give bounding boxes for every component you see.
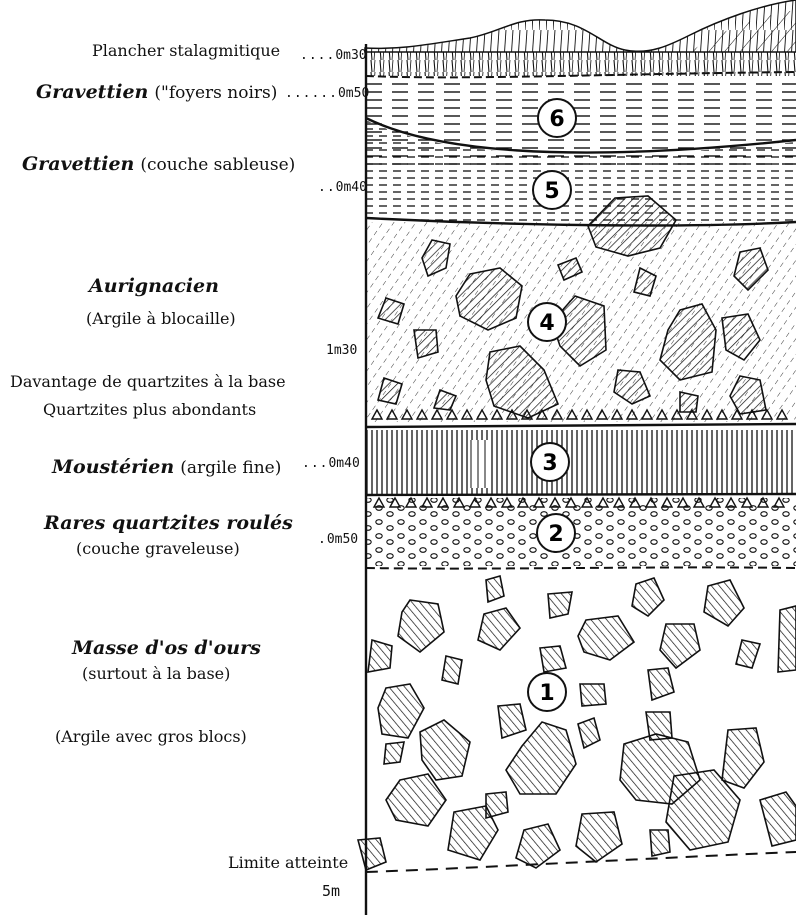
layer-1-block	[448, 806, 498, 860]
layer-1-block	[358, 838, 386, 870]
layer-1-block	[498, 704, 526, 738]
layer-1-blocks	[358, 576, 796, 870]
label-layer-4-note-2: Quartzites plus abondants	[43, 402, 256, 418]
limit-line	[366, 852, 796, 872]
layer-number-text: 1	[539, 681, 554, 706]
label-layer-4-desc: (Argile à blocaille)	[86, 311, 236, 327]
label-layer-5: Gravettien (couche sableuse)	[22, 155, 295, 174]
thickness-layer-4: 1m30	[326, 343, 357, 358]
layer-1-block	[660, 624, 700, 668]
layer-1-block	[648, 668, 674, 700]
layer-1-block	[540, 646, 566, 672]
layer-number-1: 1	[528, 673, 566, 711]
thickness-stalagmitic: ....0m30	[300, 48, 367, 63]
layer-1-block	[704, 580, 744, 626]
label-layer-1-desc: (surtout à la base)	[82, 666, 230, 682]
label-layer-4-name: Aurignacien	[89, 277, 219, 296]
label-layer-1-name: Masse d'os d'ours	[72, 639, 261, 658]
label-layer-6: Gravettien ("foyers noirs)	[36, 83, 277, 102]
layer-1-block	[420, 720, 470, 780]
layer-1-block	[722, 728, 764, 788]
layer-1-block	[442, 656, 462, 684]
layer-3-area	[366, 430, 796, 494]
layer-1-block	[368, 640, 392, 672]
layer-1-block	[778, 606, 796, 672]
layer-number-3: 3	[531, 443, 569, 481]
layer-1-block	[578, 616, 634, 660]
depth-limit: 5m	[322, 882, 340, 900]
layer-1-block	[378, 684, 424, 738]
layer-number-4: 4	[528, 303, 566, 341]
layer-number-text: 4	[539, 311, 554, 336]
layer-1-block	[548, 592, 572, 618]
layer-1-block	[736, 640, 760, 668]
layer-1-block	[632, 578, 664, 616]
thickness-layer-2: .0m50	[318, 532, 358, 547]
layer-1-block	[486, 576, 504, 602]
layer-1-block	[578, 718, 600, 748]
layer-1-block	[398, 600, 444, 652]
layer-1-block	[516, 824, 560, 868]
layer-1-block	[478, 608, 520, 650]
thickness-layer-5: ..0m40	[318, 180, 367, 195]
layer-1-block	[580, 684, 606, 706]
layer-1-block	[384, 742, 404, 764]
layer-1-block	[650, 830, 670, 856]
label-layer-2-desc: (couche graveleuse)	[76, 541, 240, 557]
thickness-layer-6: ......0m50	[285, 86, 369, 101]
label-layer-1-note: (Argile avec gros blocs)	[55, 729, 247, 745]
label-stalagmitic-floor: Plancher stalagmitique	[92, 43, 280, 59]
label-limit: Limite atteinte	[228, 855, 348, 871]
layer-4-block	[680, 392, 698, 412]
layer-4-block	[414, 330, 438, 358]
layer-number-text: 6	[549, 107, 564, 132]
layer-number-text: 3	[542, 451, 557, 476]
layer-1-block	[760, 792, 796, 846]
layer-number-6: 6	[538, 99, 576, 137]
thickness-layer-3: ...0m40	[302, 456, 360, 471]
label-layer-2-name: Rares quartzites roulés	[44, 514, 293, 533]
layer-number-text: 5	[544, 179, 559, 204]
label-layer-4-note-1: Davantage de quartzites à la base	[10, 374, 286, 390]
layer-number-5: 5	[533, 171, 571, 209]
label-layer-3: Moustérien (argile fine)	[52, 458, 281, 477]
layer-number-text: 2	[548, 522, 563, 547]
layer-number-2: 2	[537, 514, 575, 552]
layer-2-area	[366, 498, 796, 566]
layer-1-block	[576, 812, 622, 862]
layer-1-block	[386, 774, 446, 826]
